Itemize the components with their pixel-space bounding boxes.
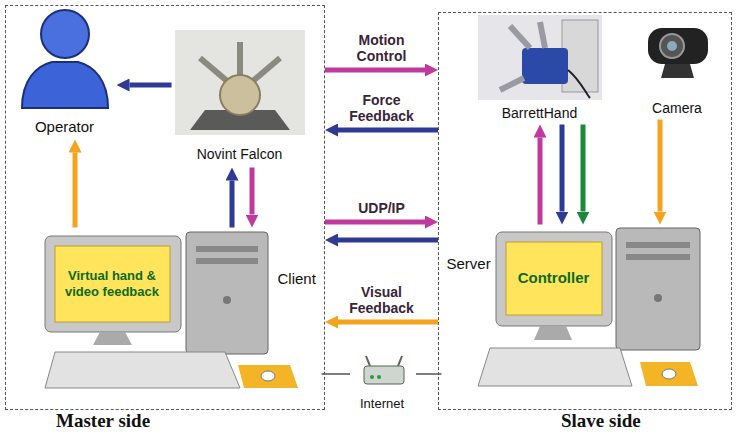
monitor-stand	[534, 326, 572, 340]
hand-cable	[568, 70, 590, 98]
camera-lens	[660, 34, 684, 58]
monitor-stand	[93, 332, 132, 345]
master-region: OperatorNovint FalconVirtual hand & vide…	[5, 5, 325, 410]
photo-ground	[478, 15, 602, 100]
antenna	[398, 356, 402, 366]
power-button	[654, 294, 662, 302]
operator-node: Operator	[15, 5, 117, 140]
tower	[616, 228, 700, 350]
monitor	[496, 232, 612, 326]
region-title: Slave side	[561, 410, 641, 432]
screen	[55, 246, 170, 322]
drive-slot	[196, 246, 258, 252]
screen	[506, 242, 602, 315]
camera-glass	[667, 41, 677, 51]
hand-finger	[510, 26, 530, 48]
node-label: Novint Falcon	[172, 146, 308, 162]
edge-label: Force Feedback	[336, 92, 428, 124]
hand-palm	[522, 48, 568, 84]
falcon-grip	[220, 75, 260, 115]
router-light	[370, 375, 374, 379]
screen-text: Virtual hand & video feedback	[57, 268, 168, 300]
region-title: Master side	[56, 410, 150, 432]
visual-arrow	[658, 120, 663, 212]
network-arrow	[338, 238, 438, 243]
antenna	[366, 356, 370, 366]
drive-slot	[626, 254, 690, 260]
network-cable	[322, 373, 351, 375]
visual-arrow	[338, 320, 438, 325]
keyboard	[45, 352, 240, 388]
robot-hand-node: BarrettHand	[470, 15, 612, 125]
screen-text: Controller	[506, 269, 602, 287]
mouse-pad	[640, 362, 698, 386]
router-icon	[364, 356, 404, 384]
node-label: Internet	[350, 396, 414, 411]
mouse	[261, 371, 275, 381]
router-node: Internet	[350, 358, 416, 416]
operator-icon	[22, 10, 108, 108]
hand-finger	[540, 22, 545, 48]
force-arrow	[130, 83, 172, 88]
mouse-pad	[238, 365, 298, 388]
keyboard	[478, 348, 632, 386]
haptic-device-node: Novint Falcon	[172, 28, 310, 168]
monitor	[45, 236, 181, 332]
barretthand-photo	[478, 15, 602, 100]
hand-finger	[500, 78, 524, 90]
client-computer: Virtual hand & video feedback Client	[40, 228, 322, 393]
tower	[186, 232, 268, 354]
camera-node: Camera	[635, 20, 722, 120]
edge-label: Motion Control	[336, 32, 428, 64]
force-arrow	[338, 128, 438, 133]
force-arrow	[230, 181, 235, 228]
edge-label: UDP/IP	[336, 200, 428, 216]
server-computer-icon	[478, 228, 700, 386]
force-arrow	[560, 125, 565, 212]
router-light	[377, 375, 381, 379]
node-label: Camera	[635, 100, 720, 116]
network-arrow	[325, 220, 425, 225]
motion-arrow	[250, 168, 255, 215]
visual-arrow	[73, 153, 78, 228]
router-body	[364, 366, 404, 384]
camera-body	[648, 28, 708, 64]
camera-icon	[648, 28, 708, 78]
falcon-photo	[175, 30, 305, 135]
node-label: Server	[447, 255, 491, 272]
mouse	[662, 369, 676, 379]
node-label: Client	[278, 270, 316, 287]
power-button	[223, 296, 231, 304]
edge-label: Visual Feedback	[336, 284, 428, 316]
node-label: Operator	[15, 118, 115, 135]
node-label: BarrettHand	[470, 105, 610, 121]
photo-ground	[175, 30, 305, 135]
camera-stand	[661, 64, 694, 78]
drive-slot	[626, 242, 690, 248]
motion-arrow	[325, 68, 425, 73]
drive-slot	[196, 258, 258, 264]
motion-arrow	[538, 138, 543, 225]
slave-region: BarrettHandCameraControllerServerSlave s…	[438, 12, 732, 410]
server-computer: Controller Server	[442, 225, 717, 390]
operator-head	[41, 10, 89, 58]
client-computer-icon	[45, 232, 298, 388]
operator-body	[22, 62, 108, 108]
sensor-arrow	[581, 125, 586, 212]
